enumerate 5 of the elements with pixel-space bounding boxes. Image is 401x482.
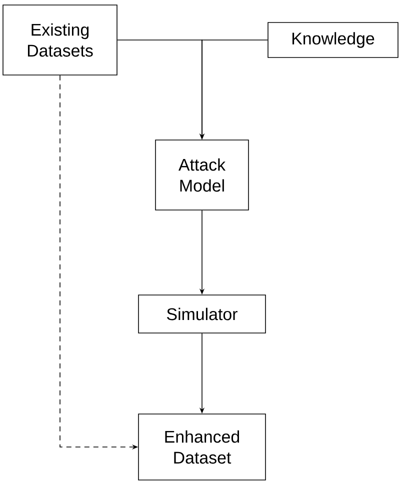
process-box: Simulator [138,294,266,334]
process-box: Existing Datasets [2,4,118,76]
process-box: Knowledge [268,22,398,58]
process-box: Attack Model [155,140,249,210]
process-box: Enhanced Dataset [138,414,266,480]
